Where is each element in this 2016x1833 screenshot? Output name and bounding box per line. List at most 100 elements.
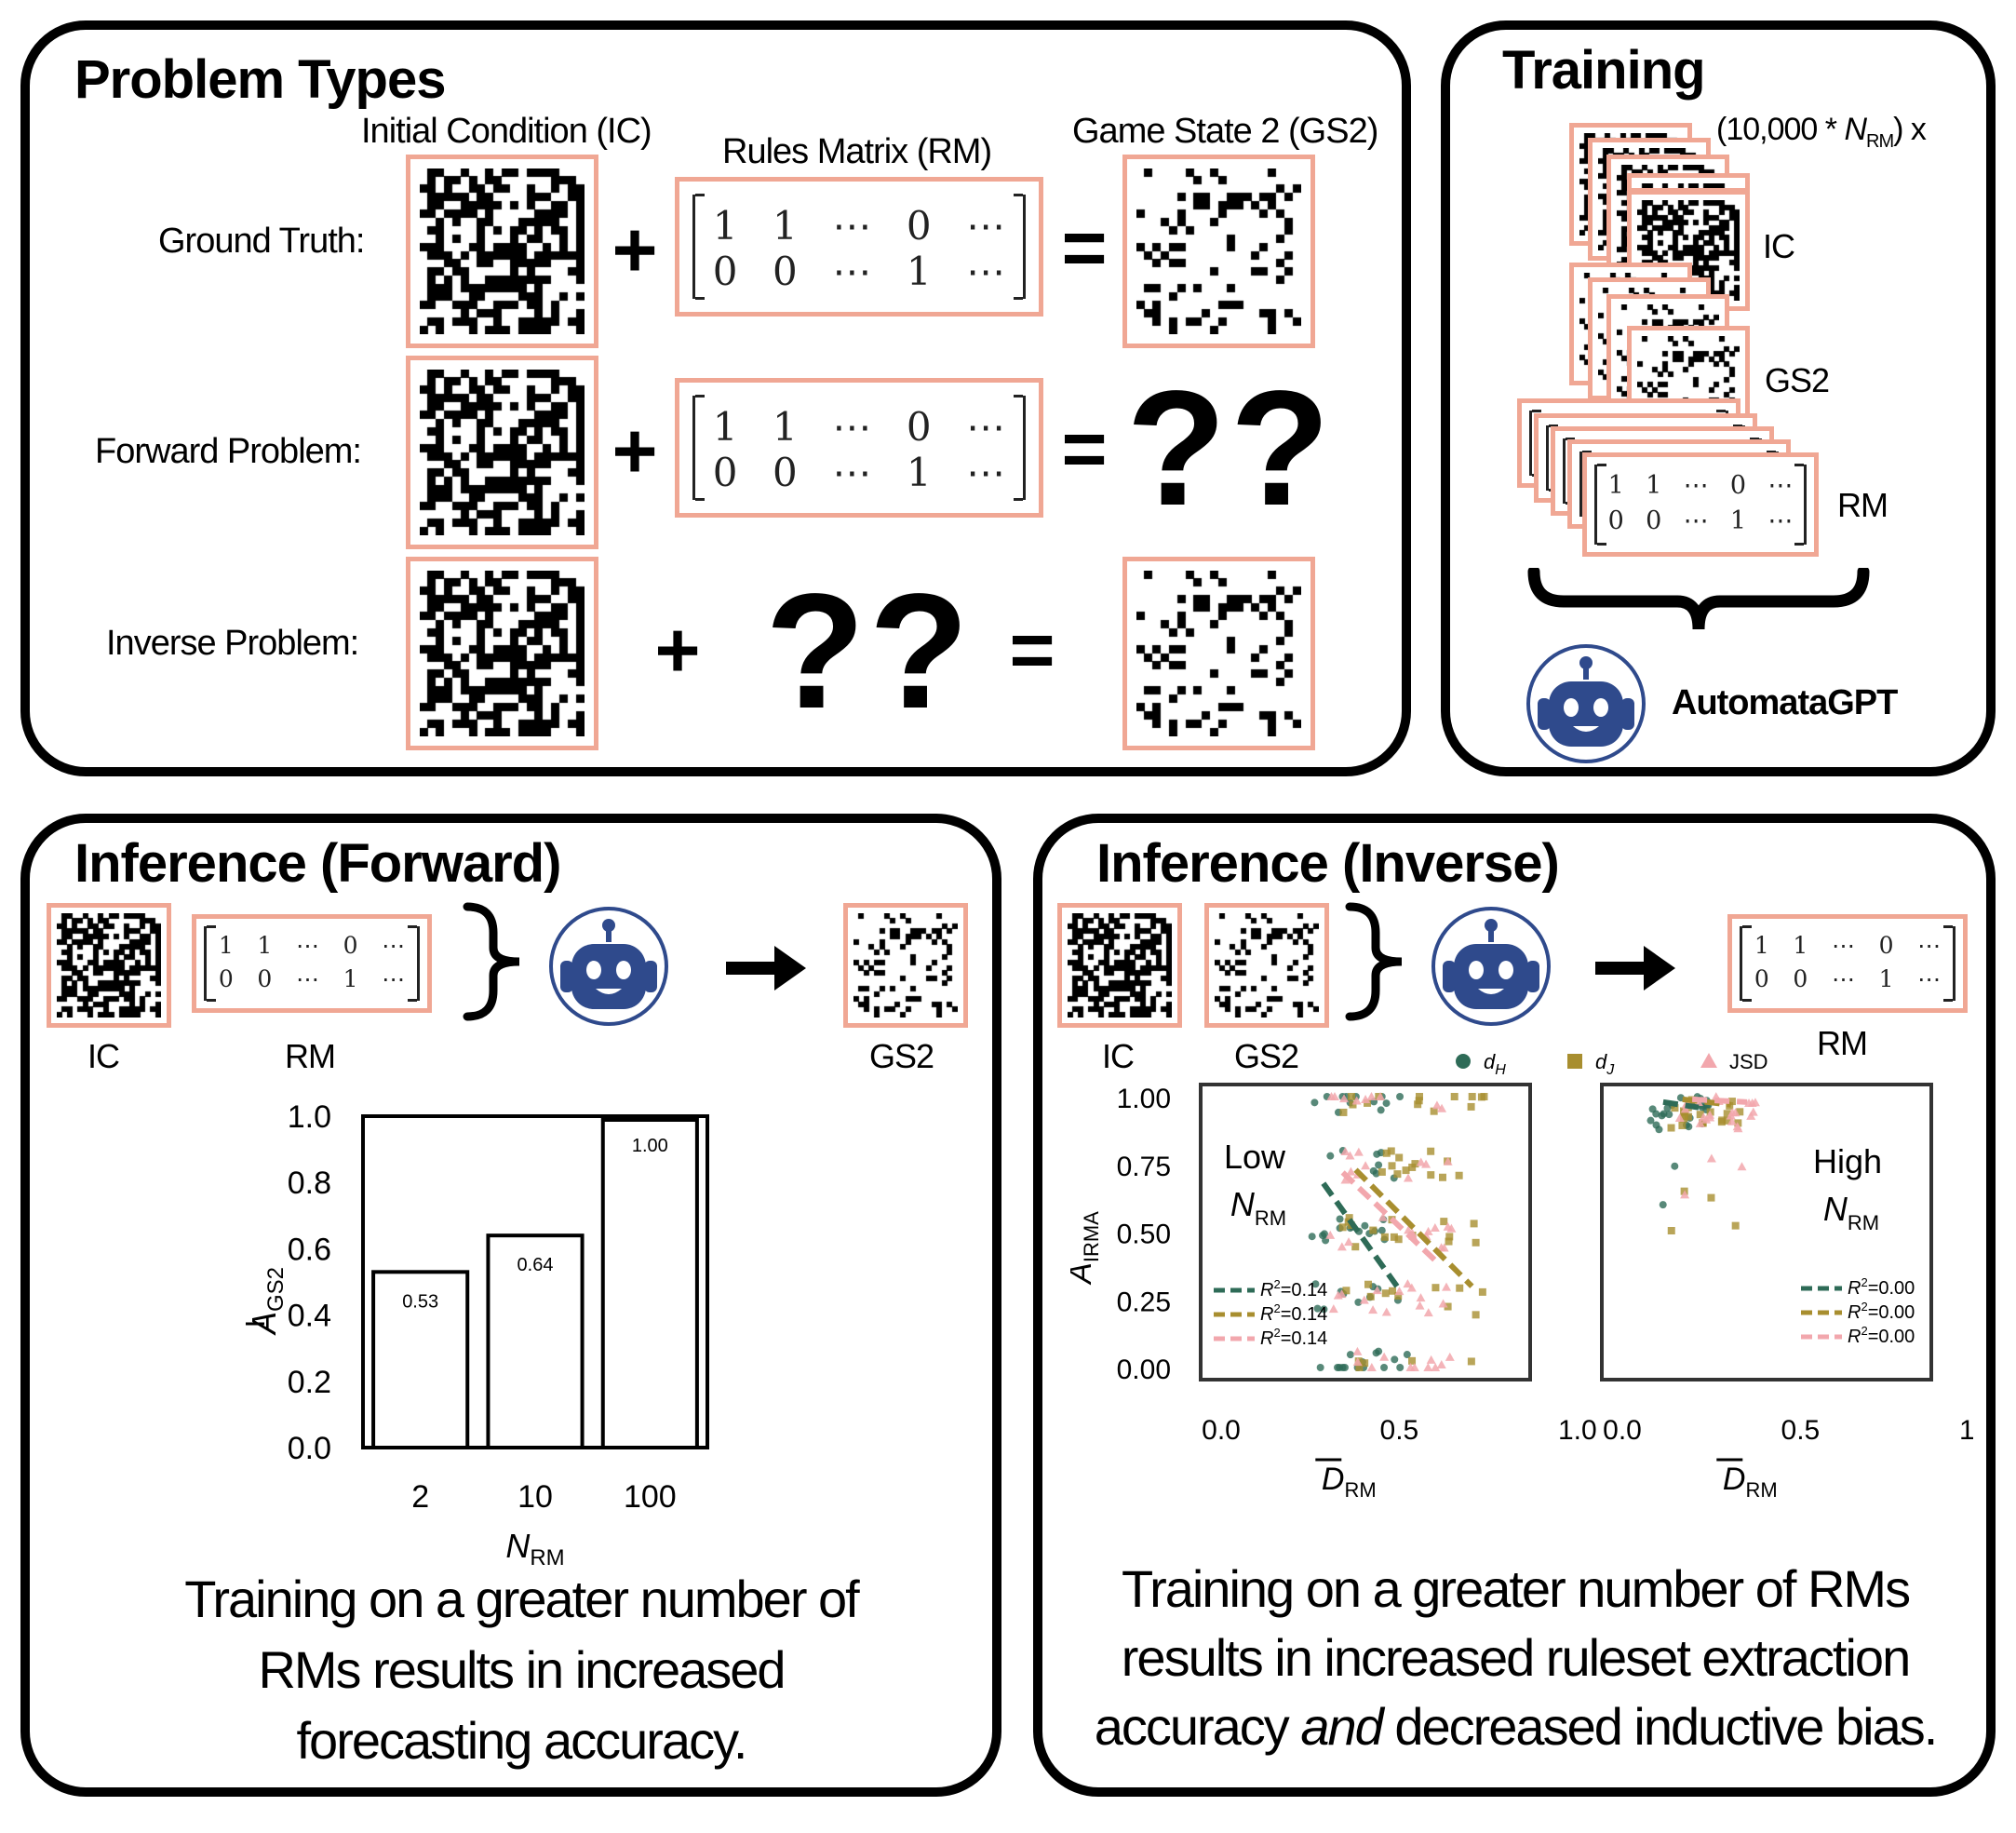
bar-value-label: 0.64	[517, 1255, 554, 1275]
data-point	[1319, 1232, 1327, 1240]
legend-label: dJ	[1595, 1050, 1615, 1078]
y-tick-label: 0.25	[1117, 1287, 1171, 1317]
panel-annotation-var: NRM	[1230, 1185, 1286, 1230]
data-point	[1405, 1363, 1416, 1371]
data-point	[1440, 1218, 1448, 1226]
data-point	[1438, 1173, 1446, 1181]
matrix-entry: 1	[1729, 505, 1747, 535]
training-label-gs2: GS2	[1765, 361, 1830, 399]
label-ic: IC	[1102, 1037, 1135, 1075]
data-point	[1349, 1100, 1357, 1109]
column-label-rm: Rules Matrix (RM)	[722, 132, 992, 171]
data-point	[1436, 1359, 1446, 1368]
y-tick-label: 0.50	[1117, 1220, 1171, 1250]
matrix-entry: 1	[1607, 470, 1624, 500]
matrix-entry: 0	[906, 403, 932, 450]
data-point	[1382, 1099, 1391, 1108]
data-point	[1390, 1233, 1398, 1241]
matrix-entry: 0	[1646, 505, 1662, 535]
data-point	[1391, 1355, 1399, 1364]
data-point	[1748, 1107, 1758, 1116]
ic-grid	[1057, 903, 1182, 1028]
data-point	[1352, 1346, 1363, 1355]
data-point	[1389, 1287, 1397, 1295]
y-tick-label: 0.75	[1117, 1152, 1171, 1182]
y-tick-label: 1.00	[1117, 1084, 1171, 1114]
data-point	[1707, 1193, 1715, 1202]
data-point	[1393, 1170, 1402, 1179]
data-point	[1667, 1124, 1675, 1132]
legend-marker	[1700, 1053, 1717, 1068]
matrix-entry: ⋯	[382, 964, 406, 992]
gs2-grid	[1204, 903, 1329, 1028]
data-point	[1734, 1119, 1742, 1127]
matrix-entry: 1	[712, 202, 738, 249]
data-point	[1750, 1098, 1760, 1107]
data-point	[1646, 1116, 1655, 1125]
y-tick-label: 1.0	[288, 1099, 331, 1135]
matrix-entry: 1	[218, 932, 234, 960]
data-point	[1372, 1286, 1382, 1295]
matrix-entry: 0	[1793, 964, 1808, 992]
data-point	[1737, 1162, 1747, 1171]
data-point	[1450, 1093, 1458, 1100]
data-point	[1652, 1110, 1660, 1118]
x-tick-label: 2	[411, 1479, 429, 1515]
data-point	[1326, 1152, 1335, 1160]
matrix-entry: 1	[906, 450, 932, 496]
matrix-entry: ⋯	[295, 964, 319, 992]
data-point	[1339, 1094, 1350, 1103]
gs2-grid	[843, 903, 968, 1028]
matrix-entry: 1	[343, 964, 358, 992]
matrix-entry: 1	[1646, 470, 1662, 500]
robot-icon	[1431, 907, 1551, 1026]
y-tick-label: 0.4	[288, 1299, 331, 1334]
panel-annotation: Low	[1224, 1138, 1286, 1176]
matrix-entry: 0	[712, 450, 738, 496]
y-tick-label: 0.6	[288, 1232, 331, 1267]
matrix-entry: 1	[1754, 932, 1769, 960]
data-point	[1313, 1304, 1322, 1313]
matrix-entry: ⋯	[832, 450, 872, 496]
ic-grid	[406, 356, 598, 549]
data-point	[1416, 1157, 1426, 1166]
label-gs2: GS2	[869, 1037, 934, 1075]
data-point	[1437, 1103, 1447, 1112]
legend-marker	[1567, 1054, 1582, 1069]
data-point	[1430, 1107, 1438, 1115]
bar-value-label: 0.53	[402, 1291, 438, 1312]
data-point	[1376, 1092, 1386, 1100]
matrix-entry: ⋯	[1683, 470, 1709, 500]
legend-label: JSD	[1729, 1050, 1768, 1073]
data-point	[1394, 1287, 1404, 1296]
data-point	[1351, 1243, 1360, 1251]
data-point	[1727, 1098, 1736, 1106]
plot-frame	[1600, 1083, 1933, 1381]
bar-value-label: 1.00	[632, 1136, 668, 1156]
data-point	[1375, 1347, 1383, 1355]
data-point	[1680, 1104, 1690, 1113]
gs2-grid	[1122, 557, 1315, 750]
data-point	[1427, 1171, 1435, 1179]
data-point	[1344, 1237, 1354, 1247]
data-point	[1416, 1293, 1426, 1302]
data-point	[1431, 1284, 1440, 1292]
data-point	[1340, 1147, 1351, 1156]
r2-label: R2=0.00	[1848, 1300, 1915, 1323]
matrix-entry: 0	[1878, 932, 1894, 960]
x-tick-label: 0.0	[1603, 1415, 1642, 1446]
data-point	[1414, 1100, 1422, 1109]
curly-brace-icon	[463, 902, 520, 1021]
forward-caption: Training on a greater number of RMs resu…	[184, 1570, 859, 1770]
data-point	[1431, 1100, 1442, 1110]
data-point	[1359, 1295, 1369, 1304]
data-point	[1328, 1304, 1338, 1314]
